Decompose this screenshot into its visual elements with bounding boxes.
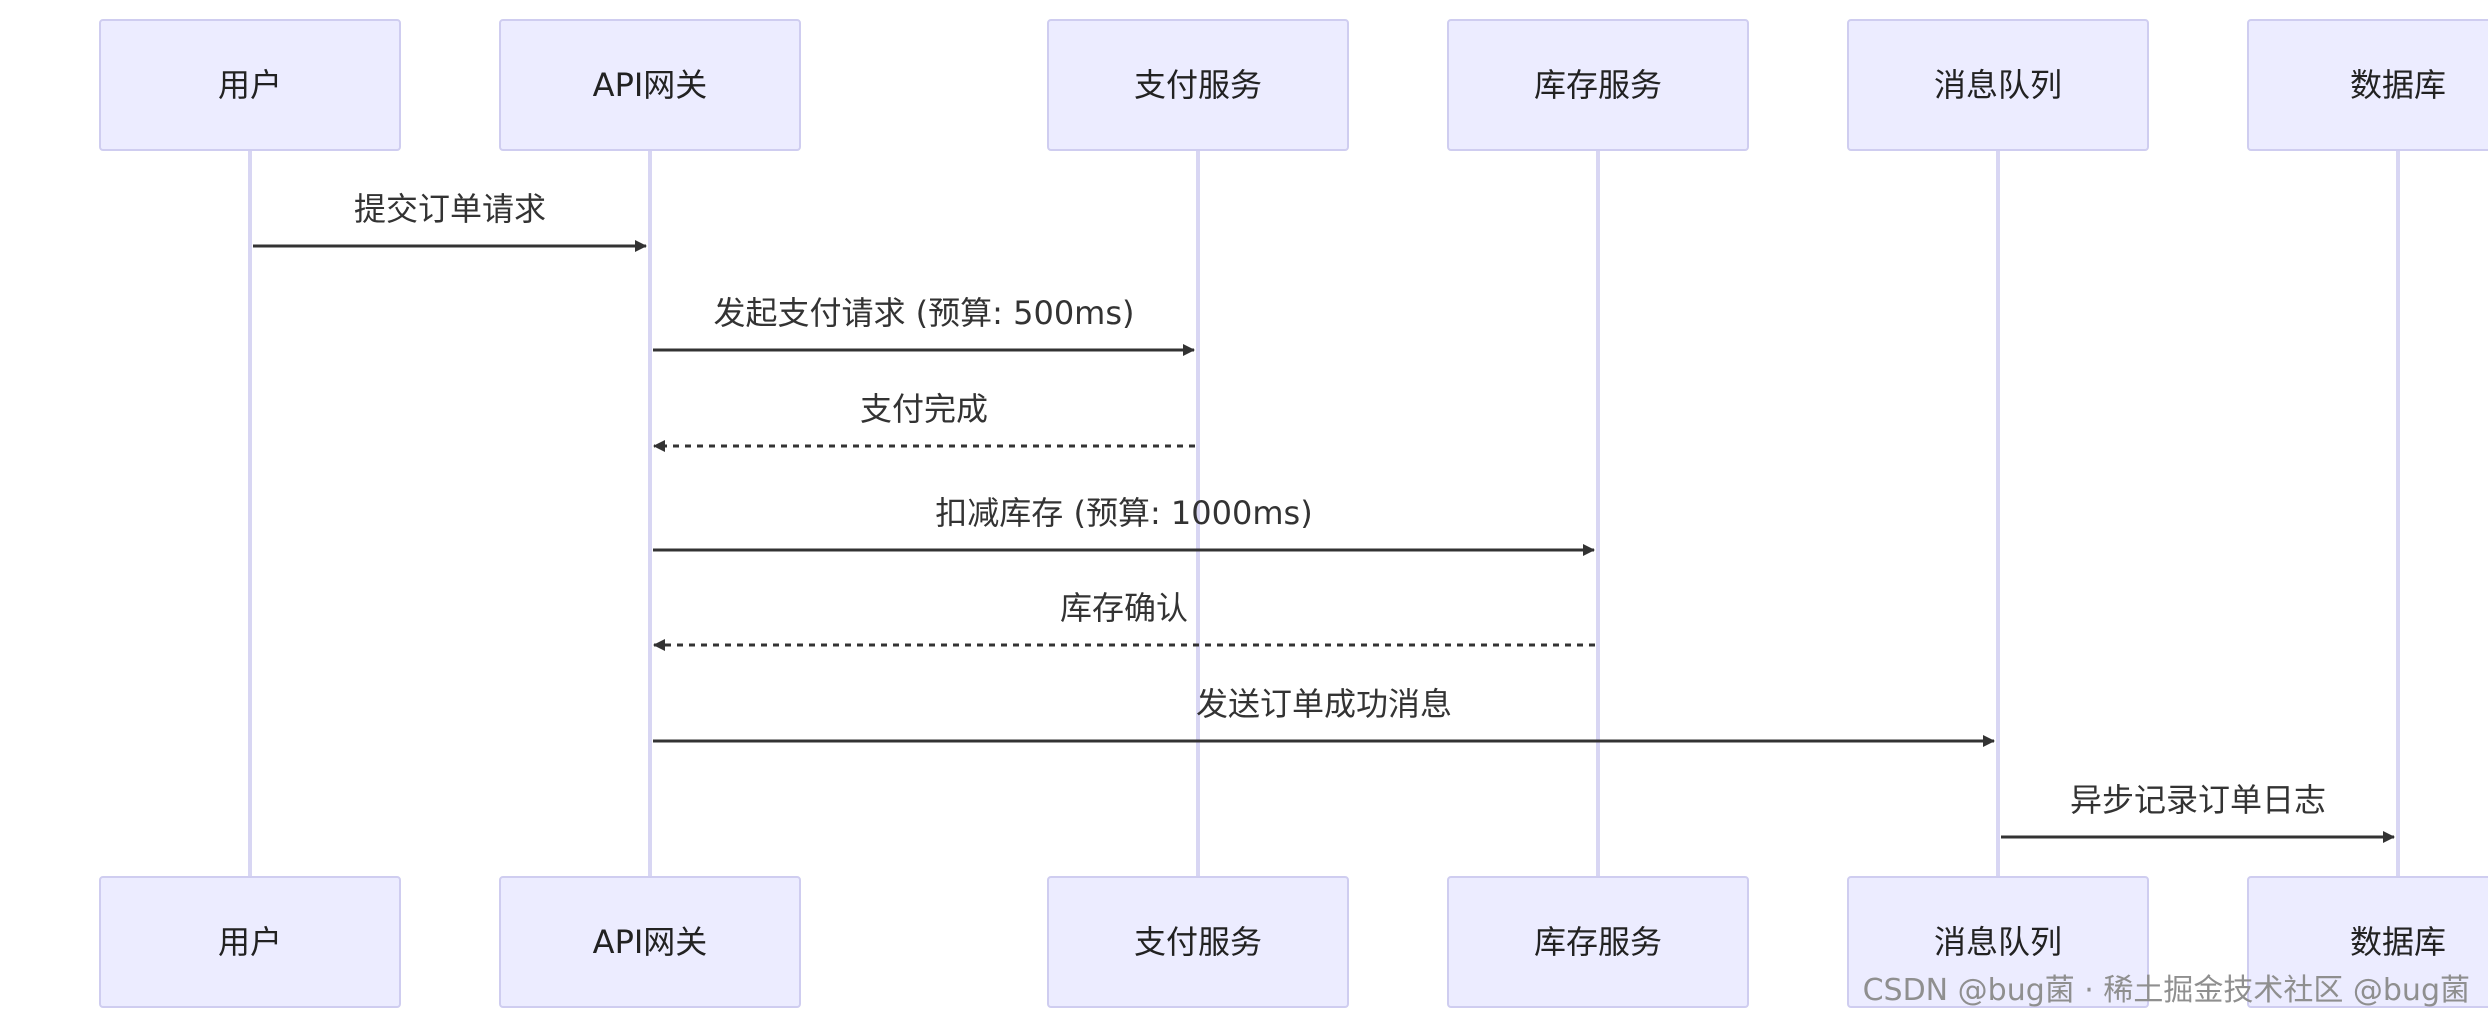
message-5: 库存确认 xyxy=(653,589,1595,651)
participant-label: API网关 xyxy=(593,66,708,104)
participant-payment-bottom: 支付服务 xyxy=(1047,876,1349,1008)
message-6: 发送订单成功消息 xyxy=(653,685,1995,747)
participant-box xyxy=(1447,876,1749,1008)
participant-label: 支付服务 xyxy=(1134,923,1262,961)
participant-payment-top: 支付服务 xyxy=(1047,19,1349,151)
participant-db-bottom: 数据库 xyxy=(2247,876,2488,1008)
message-label: 扣减库存 (预算: 1000ms) xyxy=(935,494,1312,532)
participant-box xyxy=(1447,19,1749,151)
participant-inventory-top: 库存服务 xyxy=(1447,19,1749,151)
participant-box xyxy=(1047,876,1349,1008)
participant-label: 数据库 xyxy=(2350,923,2446,961)
participant-user-top: 用户 xyxy=(99,19,401,151)
message-2: 发起支付请求 (预算: 500ms) xyxy=(653,294,1195,356)
participant-label: API网关 xyxy=(593,923,708,961)
participant-user-bottom: 用户 xyxy=(99,876,401,1008)
participant-box xyxy=(99,876,401,1008)
participant-label: 库存服务 xyxy=(1534,923,1662,961)
watermark-text: CSDN @bug菌 · 稀土掘金技术社区 @bug菌 xyxy=(1863,973,2470,1008)
message-7: 异步记录订单日志 xyxy=(2001,781,2395,843)
participant-mq-top: 消息队列 xyxy=(1847,19,2149,151)
participant-gateway-bottom: API网关 xyxy=(499,876,801,1008)
participant-box xyxy=(1847,876,2149,1008)
message-label: 库存确认 xyxy=(1060,589,1188,627)
participant-box xyxy=(2247,19,2488,151)
message-label: 异步记录订单日志 xyxy=(2070,781,2326,819)
participant-box xyxy=(1047,19,1349,151)
message-label: 发起支付请求 (预算: 500ms) xyxy=(713,294,1134,332)
message-1: 提交订单请求 xyxy=(253,190,647,252)
participant-label: 用户 xyxy=(218,66,282,104)
message-label: 提交订单请求 xyxy=(354,190,546,228)
participant-box xyxy=(99,19,401,151)
participant-label: 库存服务 xyxy=(1534,66,1662,104)
message-3: 支付完成 xyxy=(653,390,1195,452)
participant-box xyxy=(499,876,801,1008)
participant-label: 支付服务 xyxy=(1134,66,1262,104)
message-label: 支付完成 xyxy=(860,390,988,428)
participant-label: 用户 xyxy=(218,923,282,961)
participant-gateway-top: API网关 xyxy=(499,19,801,151)
participant-label: 数据库 xyxy=(2350,66,2446,104)
participant-label: 消息队列 xyxy=(1934,66,2062,104)
participant-box xyxy=(2247,876,2488,1008)
participant-box xyxy=(499,19,801,151)
participant-box xyxy=(1847,19,2149,151)
participant-mq-bottom: 消息队列 xyxy=(1847,876,2149,1008)
participant-inventory-bottom: 库存服务 xyxy=(1447,876,1749,1008)
participant-db-top: 数据库 xyxy=(2247,19,2488,151)
message-label: 发送订单成功消息 xyxy=(1196,685,1452,723)
participant-label: 消息队列 xyxy=(1934,923,2062,961)
message-4: 扣减库存 (预算: 1000ms) xyxy=(653,494,1595,556)
